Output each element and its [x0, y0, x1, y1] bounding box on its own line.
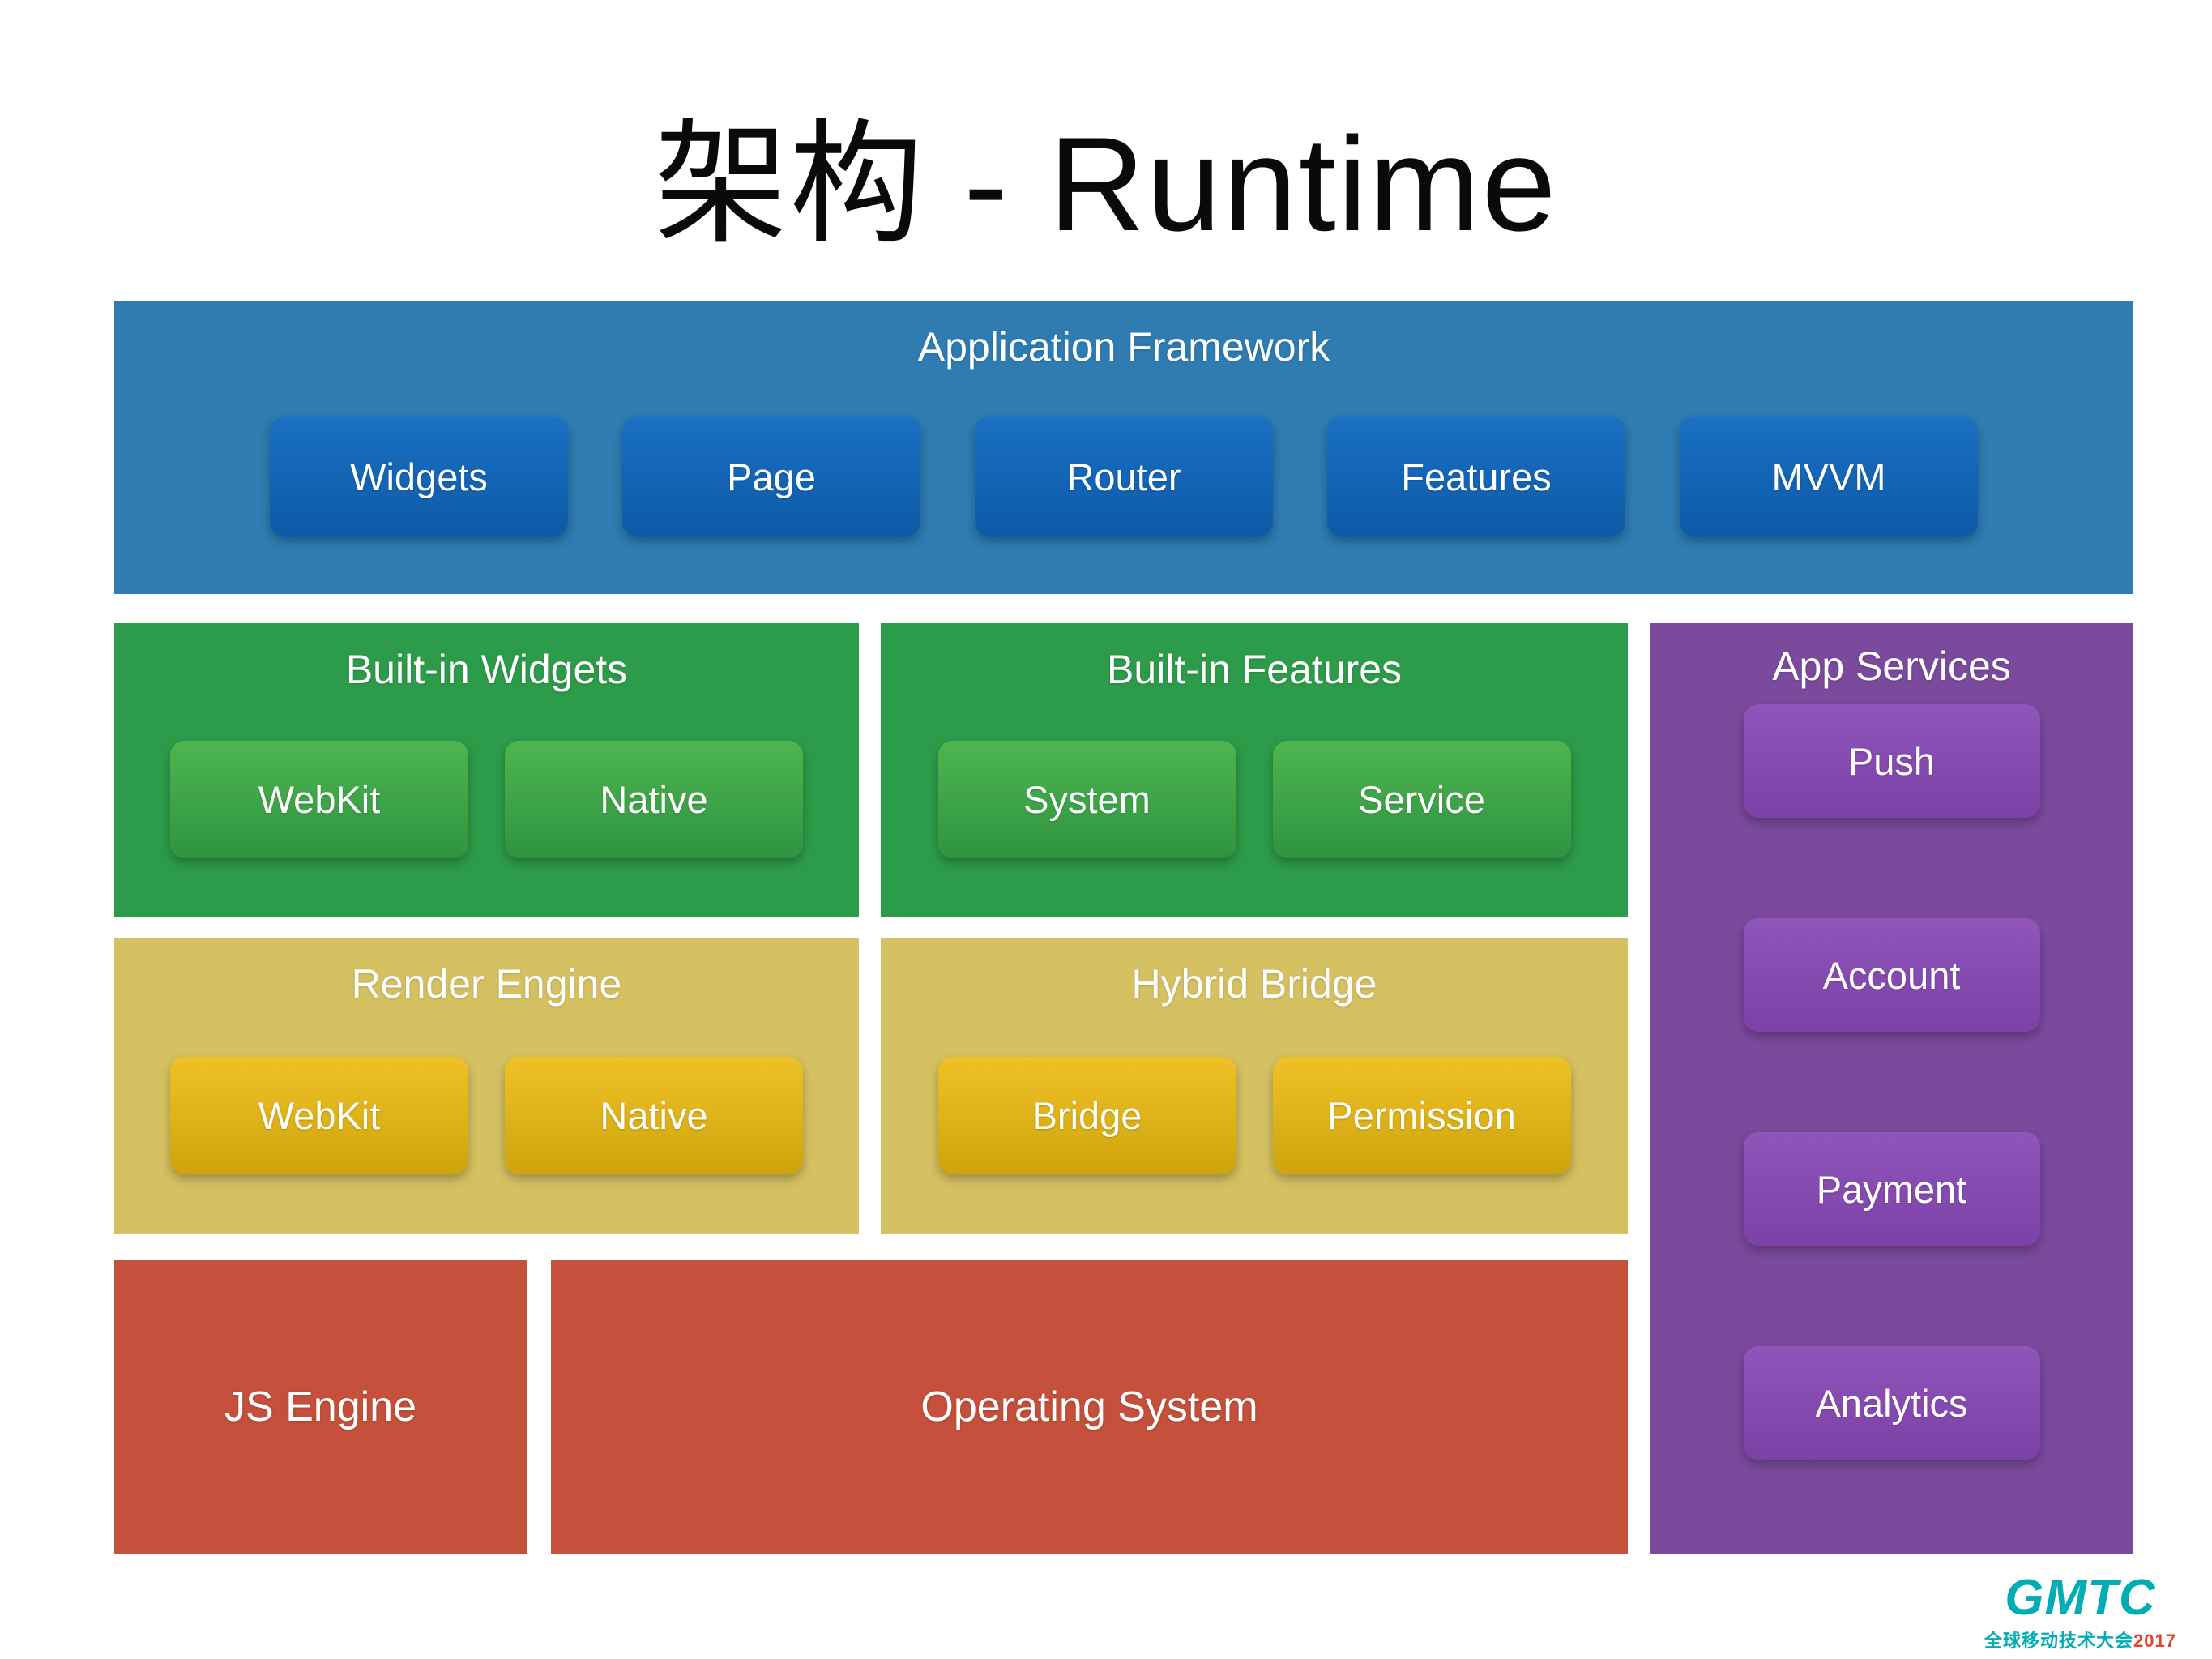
block-mvvm: MVVM	[1680, 417, 1978, 537]
app-services-push-block: Push	[1743, 704, 2040, 818]
block-features: Features	[1327, 417, 1625, 537]
app-services-blocks: Push Account Payment Analytics	[1650, 704, 2133, 1460]
app-services-account-block: Account	[1743, 918, 2040, 1032]
built-in-features-service-block: Service	[1272, 740, 1571, 858]
panel-js-engine: JS Engine	[114, 1260, 527, 1554]
built-in-widgets-title: Built-in Widgets	[345, 647, 628, 692]
app-services-payment-block: Payment	[1743, 1132, 2040, 1246]
slide-title: 架构 - Runtime	[654, 109, 1558, 259]
built-in-widgets-native-block: Native	[505, 740, 803, 858]
panel-operating-system: Operating System	[551, 1260, 1628, 1554]
built-in-widgets-blocks: WebKit Native	[114, 693, 859, 917]
hybrid-bridge-bridge-block: Bridge	[937, 1056, 1236, 1174]
app-services-analytics-block: Analytics	[1743, 1346, 2040, 1460]
gmtc-logo-subtitle: 全球移动技术大会2017	[1984, 1627, 2176, 1653]
panel-application-framework: Application Framework Widgets Page Route…	[114, 301, 2133, 594]
panel-render-engine: Render Engine WebKit Native	[114, 938, 859, 1234]
hybrid-bridge-permission-block: Permission	[1272, 1056, 1571, 1174]
render-engine-blocks: WebKit Native	[114, 1007, 859, 1234]
built-in-features-title: Built-in Features	[1106, 647, 1403, 692]
panel-hybrid-bridge: Hybrid Bridge Bridge Permission	[881, 938, 1628, 1234]
panel-built-in-widgets: Built-in Widgets WebKit Native	[114, 623, 859, 917]
panel-built-in-features: Built-in Features System Service	[881, 623, 1628, 917]
block-page: Page	[622, 417, 920, 537]
built-in-features-system-block: System	[937, 740, 1236, 858]
gmtc-logo-wordmark: GMTC	[2005, 1570, 2156, 1626]
render-engine-native-block: Native	[505, 1056, 803, 1174]
gmtc-logo: GMTC 全球移动技术大会2017	[1984, 1573, 2176, 1653]
render-engine-webkit-block: WebKit	[170, 1056, 468, 1174]
application-framework-title: Application Framework	[917, 324, 1330, 370]
application-framework-blocks: Widgets Page Router Features MVVM	[114, 370, 2133, 594]
panel-app-services: App Services Push Account Payment Analyt…	[1650, 623, 2133, 1554]
js-engine-label: JS Engine	[224, 1383, 417, 1430]
gmtc-logo-subtitle-text: 全球移动技术大会	[1984, 1631, 2134, 1651]
built-in-widgets-webkit-block: WebKit	[170, 740, 468, 858]
app-services-title: App Services	[1772, 644, 2011, 689]
block-widgets: Widgets	[270, 417, 568, 537]
gmtc-logo-year: 2017	[2133, 1631, 2176, 1651]
hybrid-bridge-blocks: Bridge Permission	[881, 1007, 1628, 1234]
block-router: Router	[975, 417, 1273, 537]
render-engine-title: Render Engine	[351, 961, 622, 1007]
built-in-features-blocks: System Service	[881, 693, 1628, 917]
hybrid-bridge-title: Hybrid Bridge	[1131, 961, 1377, 1007]
operating-system-label: Operating System	[920, 1383, 1258, 1430]
